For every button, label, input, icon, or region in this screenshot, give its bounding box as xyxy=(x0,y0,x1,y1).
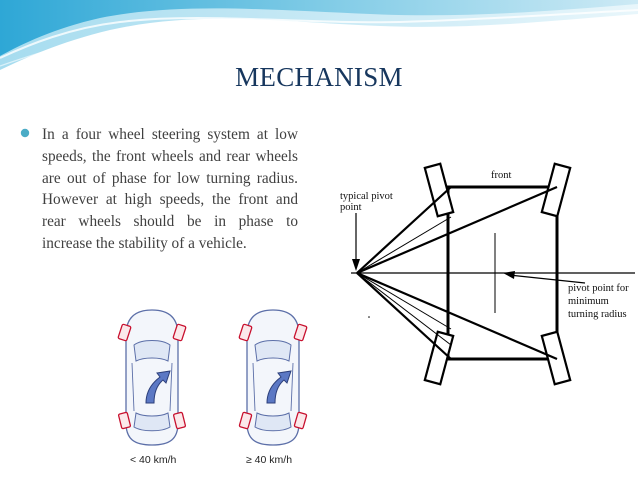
car-steering-illustration: < 40 km/h ≥ 40 km/h xyxy=(100,305,330,470)
min-pivot-label-line3: turning radius xyxy=(568,309,627,320)
pivot-point-diagram: front typical pivot point pivot point fo… xyxy=(325,155,638,395)
low-speed-label: < 40 km/h xyxy=(130,454,177,466)
steering-geometry-drawing xyxy=(351,162,635,386)
high-speed-car-icon xyxy=(238,309,308,446)
bullet-icon xyxy=(20,128,30,138)
high-speed-label: ≥ 40 km/h xyxy=(246,454,293,466)
typical-pivot-label-line2: point xyxy=(340,202,362,213)
front-label: front xyxy=(491,170,512,181)
low-speed-car-icon xyxy=(117,309,187,446)
bullet-text: In a four wheel steering system at low s… xyxy=(42,126,298,252)
slide-title: MECHANISM xyxy=(235,62,403,92)
min-pivot-label-line2: minimum xyxy=(568,296,609,307)
min-pivot-label-line1: pivot point for xyxy=(568,283,629,294)
header-wave-decoration xyxy=(0,0,638,70)
typical-pivot-label-line1: typical pivot xyxy=(340,191,393,202)
